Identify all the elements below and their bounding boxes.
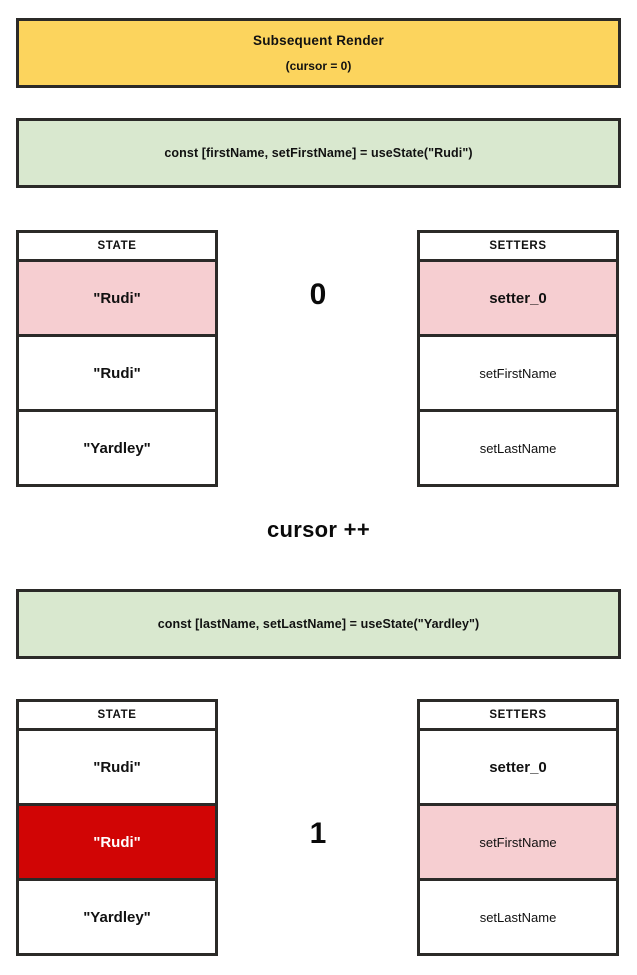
table-row[interactable]: "Yardley": [16, 412, 218, 487]
table-row[interactable]: setLastName: [417, 412, 619, 487]
table-row[interactable]: "Rudi": [16, 806, 218, 881]
code-text: const [lastName, setLastName] = useState…: [157, 617, 480, 631]
code-box-first-name: const [firstName, setFirstName] = useSta…: [16, 118, 621, 188]
table-row[interactable]: setter_0: [417, 262, 619, 337]
table-row[interactable]: "Rudi": [16, 262, 218, 337]
cursor-increment-label: cursor ++: [267, 517, 370, 542]
setters-table-2-header: SETTERS: [417, 699, 619, 731]
setters-table-1-header: SETTERS: [417, 230, 619, 262]
table-row[interactable]: setter_0: [417, 731, 619, 806]
banner-title: Subsequent Render: [253, 33, 384, 48]
setters-table-2: SETTERS setter_0 setFirstName setLastNam…: [417, 699, 619, 956]
table-row[interactable]: setFirstName: [417, 806, 619, 881]
table-row[interactable]: setFirstName: [417, 337, 619, 412]
table-row[interactable]: "Rudi": [16, 731, 218, 806]
table-row[interactable]: "Rudi": [16, 337, 218, 412]
state-table-1: STATE "Rudi" "Rudi" "Yardley": [16, 230, 218, 487]
code-text: const [firstName, setFirstName] = useSta…: [164, 146, 473, 160]
code-box-last-name: const [lastName, setLastName] = useState…: [16, 589, 621, 659]
cursor-index-value-2: 1: [309, 817, 327, 850]
state-table-2: STATE "Rudi" "Rudi" "Yardley": [16, 699, 218, 956]
state-table-2-header: STATE: [16, 699, 218, 731]
setters-table-1: SETTERS setter_0 setFirstName setLastNam…: [417, 230, 619, 487]
cursor-index-value-1: 0: [309, 278, 327, 311]
render-phase-banner: Subsequent Render (cursor = 0): [16, 18, 621, 88]
banner-cursor-value: (cursor = 0): [285, 59, 352, 73]
table-row[interactable]: setLastName: [417, 881, 619, 956]
state-table-1-header: STATE: [16, 230, 218, 262]
table-row[interactable]: "Yardley": [16, 881, 218, 956]
